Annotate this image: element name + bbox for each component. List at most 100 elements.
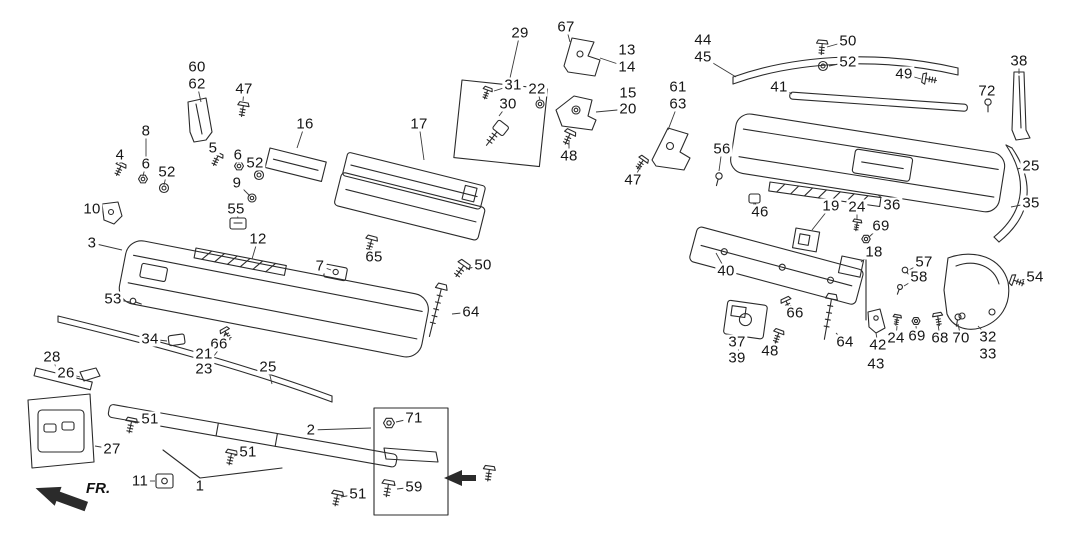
part-callout-4: 4 (113, 146, 127, 164)
clip-10 (102, 202, 122, 224)
front-lower-trim (58, 316, 332, 402)
part-callout-52: 52 (244, 154, 266, 172)
part-callout-50: 50 (472, 256, 494, 274)
direction-arrow (444, 470, 476, 486)
clip-11 (156, 474, 173, 488)
part-callout-11: 11 (129, 472, 151, 490)
part-callout-66: 66 (784, 304, 806, 322)
part-callout-5: 5 (206, 139, 220, 157)
part-callout-6: 6 (139, 155, 153, 173)
part-callout-10: 10 (81, 200, 103, 218)
part-callout-43: 43 (865, 355, 887, 373)
bolt-glyph (891, 313, 903, 327)
part-callout-63: 63 (667, 95, 689, 113)
nut-glyph (138, 174, 148, 184)
part-callout-71: 71 (403, 409, 425, 427)
part-callout-36: 36 (881, 196, 903, 214)
part-callout-17: 17 (408, 115, 430, 133)
part-callout-25: 25 (257, 358, 279, 376)
part-callout-39: 39 (726, 349, 748, 367)
bolt-glyph (815, 39, 829, 56)
part-callout-22: 22 (526, 80, 548, 98)
part-callout-37: 37 (726, 333, 748, 351)
part-callout-41: 41 (768, 78, 790, 96)
part-callout-52: 52 (156, 163, 178, 181)
part-callout-58: 58 (908, 268, 930, 286)
fr-direction-label: FR. (84, 480, 113, 497)
part-callout-2: 2 (304, 421, 318, 439)
part-callout-6: 6 (231, 146, 245, 164)
bracket-13-14 (564, 38, 600, 76)
part-callout-12: 12 (247, 230, 269, 248)
clip-glyph (952, 313, 962, 328)
nut-glyph (382, 417, 396, 429)
part-callout-28: 28 (41, 348, 63, 366)
part-callout-19: 19 (820, 197, 842, 215)
part-callout-70: 70 (950, 329, 972, 347)
part-callout-20: 20 (617, 100, 639, 118)
fr-arrow (35, 486, 89, 512)
bracket-61-63 (652, 128, 690, 170)
part-callout-46: 46 (749, 203, 771, 221)
clip-glyph (984, 98, 992, 113)
rear-beam (689, 226, 864, 305)
part-callout-60: 60 (186, 58, 208, 76)
part-callout-26: 26 (55, 364, 77, 382)
bracket-15-20 (556, 96, 596, 130)
bolt-glyph (479, 85, 494, 101)
part-callout-42: 42 (867, 336, 889, 354)
part-callout-53: 53 (102, 290, 124, 308)
part-callout-61: 61 (667, 78, 689, 96)
part-callout-1: 1 (193, 477, 207, 495)
part-callout-69: 69 (870, 217, 892, 235)
nut-glyph (861, 234, 871, 244)
part-callout-48: 48 (558, 147, 580, 165)
bracket-18 (838, 256, 863, 277)
part-callout-18: 18 (863, 243, 885, 261)
rear-corner-cap (944, 254, 1009, 329)
bolt-glyph (559, 127, 578, 148)
part-callout-27: 27 (101, 440, 123, 458)
long-screw (818, 293, 838, 340)
front-bumper-face (117, 238, 432, 360)
part-callout-52: 52 (837, 53, 859, 71)
washer-glyph (254, 170, 264, 180)
part-callout-32: 32 (977, 328, 999, 346)
part-callout-56: 56 (711, 140, 733, 158)
clip-glyph (894, 283, 904, 296)
bolt-glyph (449, 257, 473, 282)
part-callout-54: 54 (1024, 268, 1046, 286)
part-callout-57: 57 (913, 253, 935, 271)
bolt-glyph (222, 448, 239, 467)
part-callout-13: 13 (616, 41, 638, 59)
part-callout-21: 21 (193, 345, 215, 363)
part-callout-30: 30 (497, 95, 519, 113)
part-callout-51: 51 (139, 410, 161, 428)
part-callout-49: 49 (893, 65, 915, 83)
bracket-42-43 (868, 309, 885, 333)
part-callout-68: 68 (929, 329, 951, 347)
bolt-glyph (481, 464, 497, 483)
strip-26 (80, 368, 100, 381)
part-callout-16: 16 (294, 115, 316, 133)
part-callout-72: 72 (976, 82, 998, 100)
part-callout-40: 40 (715, 262, 737, 280)
bracket-19 (793, 228, 820, 252)
bolt-glyph (632, 153, 651, 173)
part-callout-33: 33 (977, 345, 999, 363)
part-callout-7: 7 (313, 257, 327, 275)
washer-glyph (535, 99, 545, 109)
part-callout-55: 55 (225, 200, 247, 218)
part-callout-8: 8 (139, 122, 153, 140)
bolt-glyph (850, 218, 863, 232)
part-callout-25: 25 (1020, 157, 1042, 175)
part-callout-38: 38 (1008, 52, 1030, 70)
nut-glyph (911, 317, 921, 325)
part-callout-64: 64 (834, 333, 856, 351)
clip-55 (230, 218, 246, 229)
part-callout-51: 51 (237, 443, 259, 461)
part-callout-34: 34 (139, 330, 161, 348)
bolt-glyph (328, 489, 345, 508)
